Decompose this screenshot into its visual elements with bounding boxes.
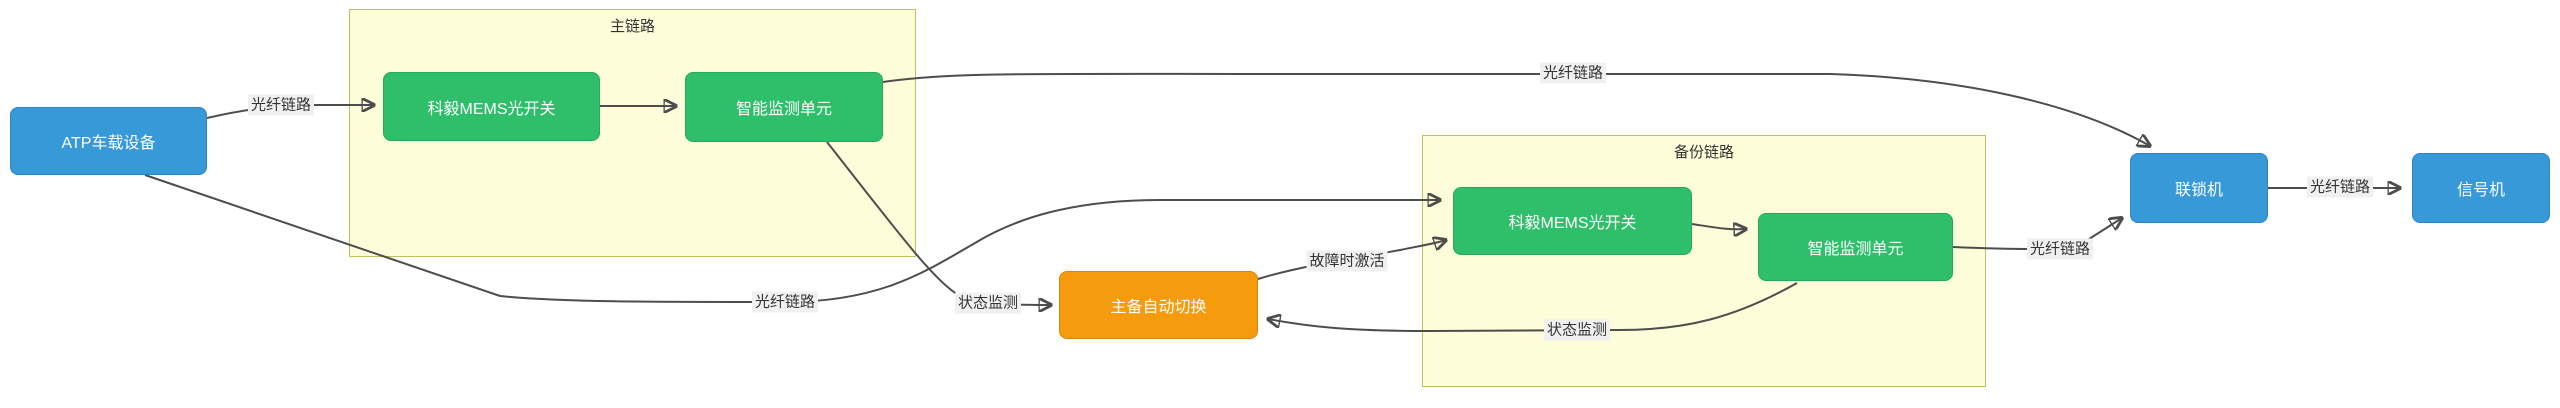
node-mems-optical-switch-backup: 科毅MEMS光开关 [1453, 187, 1692, 255]
node-auto-failover: 主备自动切换 [1059, 271, 1258, 339]
node-mems-optical-switch-main: 科毅MEMS光开关 [383, 72, 600, 141]
edge-label-fiber-link-atp-main: 光纤链路 [247, 94, 315, 116]
edge-label-status-monitor-main: 状态监测 [954, 292, 1022, 314]
edge-backup-switch-to-backup-monitor [1691, 224, 1746, 229]
node-smart-monitor-unit-backup-label: 智能监测单元 [1807, 241, 1904, 258]
group-main-link-title: 主链路 [609, 18, 655, 35]
node-smart-monitor-unit-main: 智能监测单元 [685, 72, 883, 142]
group-backup-link-title: 备份链路 [1673, 144, 1734, 161]
edge-backup-monitor-to-failover [1268, 282, 1798, 333]
node-smart-monitor-unit-main-label: 智能监测单元 [735, 101, 832, 118]
edge-label-failover-activate: 故障时激活 [1306, 250, 1388, 272]
node-atp-onboard-equipment-label: ATP车载设备 [61, 135, 156, 152]
node-mems-optical-switch-backup-label: 科毅MEMS光开关 [1508, 215, 1637, 232]
edge-label-fiber-link-atp-backup: 光纤链路 [751, 291, 819, 313]
node-atp-onboard-equipment: ATP车载设备 [10, 107, 207, 175]
node-mems-optical-switch-main-label: 科毅MEMS光开关 [427, 100, 556, 118]
node-smart-monitor-unit-backup: 智能监测单元 [1758, 213, 1953, 281]
edge-label-status-monitor-backup: 状态监测 [1543, 319, 1611, 341]
node-signal-machine: 信号机 [2412, 153, 2550, 223]
edge-atp-to-backup-switch [144, 174, 1440, 304]
edge-label-fiber-link-main-interlock: 光纤链路 [1539, 62, 1607, 84]
edge-label-fiber-link-interlock-signal: 光纤链路 [2306, 176, 2374, 198]
edge-main-monitor-to-interlock [882, 72, 2150, 146]
node-interlocking-machine-label: 联锁机 [2174, 182, 2223, 199]
node-auto-failover-label: 主备自动切换 [1110, 299, 1207, 316]
edge-label-fiber-link-backup-interlock: 光纤链路 [2026, 238, 2094, 260]
node-signal-machine-label: 信号机 [2456, 182, 2505, 199]
node-interlocking-machine: 联锁机 [2130, 153, 2268, 223]
